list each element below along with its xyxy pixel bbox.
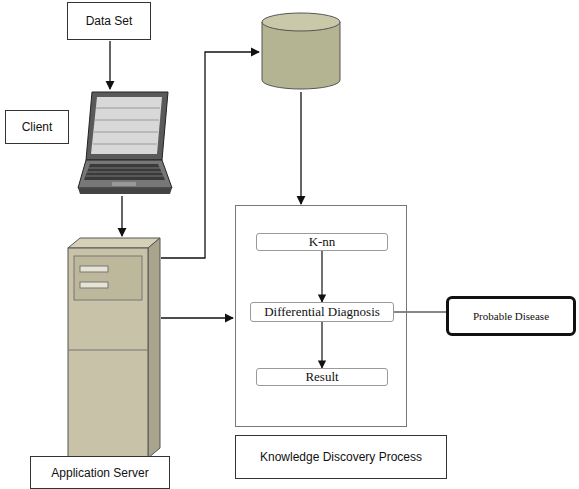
process-step: Result bbox=[256, 368, 388, 386]
label-box: Client bbox=[5, 110, 69, 144]
process-step: K-nn bbox=[256, 233, 388, 251]
flow-arrow bbox=[110, 41, 301, 318]
process-step: Differential Diagnosis bbox=[250, 302, 394, 322]
node-text: Result bbox=[305, 369, 338, 385]
node-text: Data Set bbox=[86, 14, 133, 28]
node-text: K-nn bbox=[309, 234, 336, 250]
node-text: Differential Diagnosis bbox=[264, 304, 380, 320]
connector bbox=[321, 322, 322, 368]
process-frame: K-nnDifferential DiagnosisResult bbox=[235, 205, 407, 427]
node-text: Application Server bbox=[51, 466, 148, 480]
node-text: Client bbox=[22, 120, 53, 134]
node-text: Knowledge Discovery Process bbox=[260, 450, 422, 464]
database-icon bbox=[262, 13, 340, 89]
connector bbox=[321, 251, 322, 302]
output-box: Probable Disease bbox=[446, 296, 576, 336]
node-text: Probable Disease bbox=[473, 310, 549, 322]
connector bbox=[394, 311, 446, 312]
server-icon bbox=[68, 238, 160, 458]
label-box: Application Server bbox=[30, 456, 170, 489]
laptop-icon bbox=[78, 92, 172, 194]
label-box: Knowledge Discovery Process bbox=[235, 435, 447, 479]
input-box: Data Set bbox=[67, 2, 151, 40]
